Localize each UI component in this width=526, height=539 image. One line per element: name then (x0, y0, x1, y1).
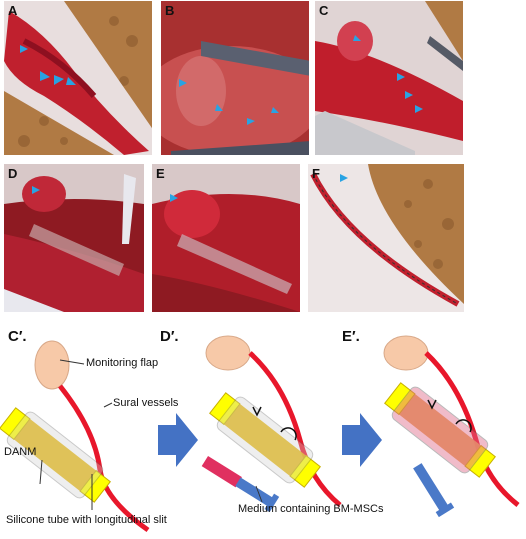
surgical-photo-e (152, 164, 300, 312)
danm-device-e (384, 382, 496, 478)
sural-vessel-line-e (424, 351, 520, 507)
syringe-e (413, 463, 455, 518)
sural-vessels-label: Sural vessels (113, 397, 179, 409)
surgical-photo-a (4, 1, 152, 155)
monitoring-flap-shape-d (205, 335, 251, 371)
medium-label: Medium containing BM-MSCs (238, 503, 384, 515)
surgical-photo-b (161, 1, 309, 155)
photo-panel-d: D (3, 163, 145, 313)
surgical-photo-c (315, 1, 463, 155)
monitoring-flap-shape-e (383, 335, 429, 371)
photo-panel-c: C (314, 0, 464, 156)
photo-panel-e: E (151, 163, 301, 313)
photo-panel-b: B (160, 0, 310, 156)
panel-label-b: B (165, 3, 175, 18)
pointer-line-danm (39, 459, 43, 485)
silicone-tube-label: Silicone tube with longitudinal slit (6, 514, 167, 526)
sural-vessel-line-d (248, 351, 342, 507)
diagram-label-c: C′. (8, 328, 27, 345)
panel-label-f: F (312, 166, 320, 181)
surgical-photo-d (4, 164, 144, 312)
pointer-line-sural (103, 402, 113, 408)
process-arrow-1 (158, 413, 198, 467)
sural-vessel-line (58, 384, 150, 533)
pointer-line-flap (59, 359, 85, 365)
danm-label: DANM (4, 446, 37, 458)
surgical-photo-f (308, 164, 464, 312)
diagram-label-e: E′. (342, 328, 360, 345)
panel-label-d: D (8, 166, 18, 181)
panel-label-c: C (319, 3, 329, 18)
panel-label-a: A (8, 3, 18, 18)
danm-device-d (209, 392, 321, 488)
monitoring-flap-label: Monitoring flap (86, 357, 159, 369)
syringe-d (201, 455, 280, 513)
photo-panel-a: A (3, 0, 153, 156)
diagram-label-d: D′. (160, 328, 179, 345)
pointer-line-medium (255, 485, 263, 503)
danm-device-c (0, 407, 111, 503)
photo-panel-f: F (307, 163, 465, 313)
panel-label-e: E (156, 166, 165, 181)
process-arrow-2 (342, 413, 382, 467)
monitoring-flap-shape (34, 340, 70, 390)
